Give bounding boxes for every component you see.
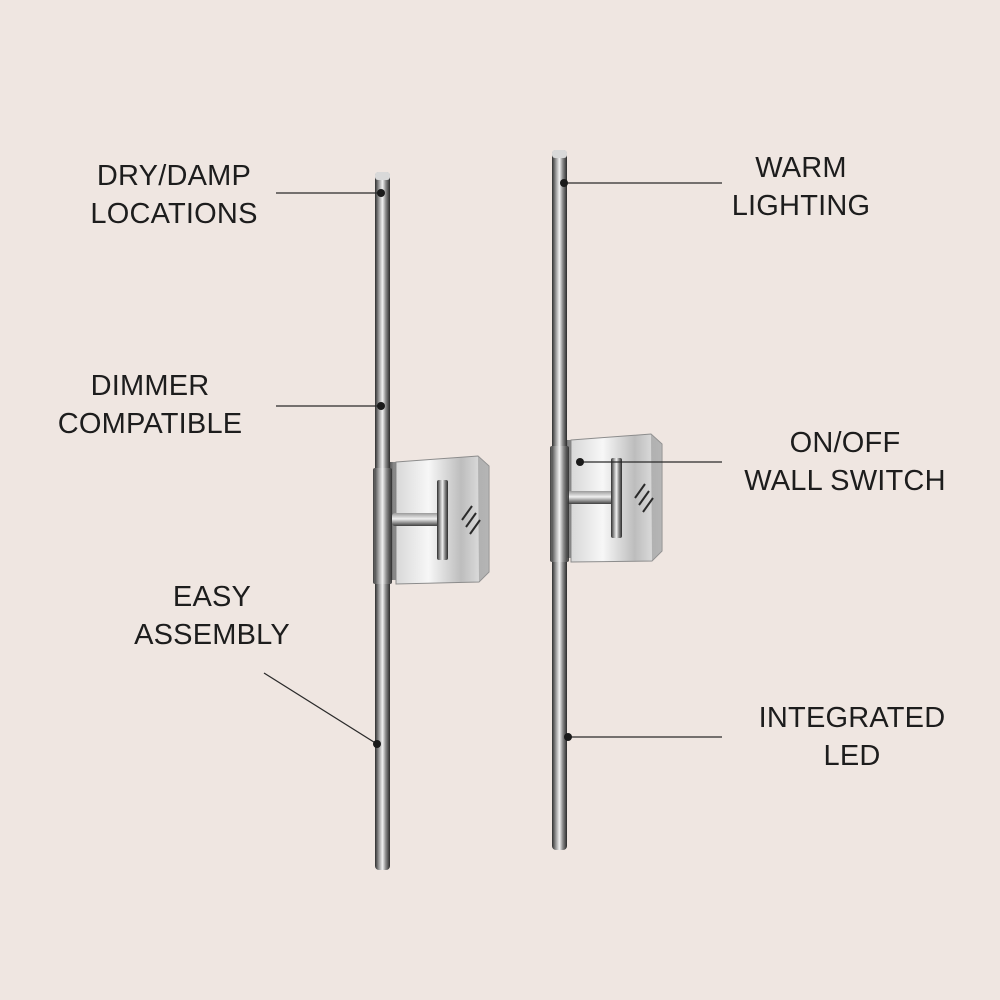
left-sconce-vent-slots: [461, 505, 481, 535]
left-sconce: [373, 172, 490, 870]
leader-led: [564, 733, 722, 741]
callout-dimmer: DIMMER COMPATIBLE: [57, 370, 243, 440]
left-sconce-arm-post: [437, 480, 448, 560]
right-sconce-vent-slots: [634, 483, 654, 513]
right-sconce-arm: [566, 491, 622, 504]
leader-switch: [576, 458, 722, 466]
callout-switch: ON/OFF WALL SWITCH: [744, 427, 946, 497]
right-sconce-collar: [550, 446, 569, 562]
right-sconce-arm-post: [611, 458, 622, 538]
left-sconce-arm: [392, 513, 448, 526]
leader-warm: [560, 179, 722, 187]
leader-dry-damp: [276, 189, 385, 197]
callout-warm: WARM LIGHTING: [731, 152, 871, 222]
callout-led: INTEGRATED LED: [758, 702, 946, 772]
leader-assembly: [263, 672, 381, 748]
callout-dry-damp: DRY/DAMP LOCATIONS: [90, 160, 258, 230]
callout-assembly: EASY ASSEMBLY: [134, 581, 290, 651]
leader-dimmer: [276, 402, 385, 410]
right-sconce: [550, 150, 663, 850]
left-sconce-collar: [373, 468, 392, 584]
